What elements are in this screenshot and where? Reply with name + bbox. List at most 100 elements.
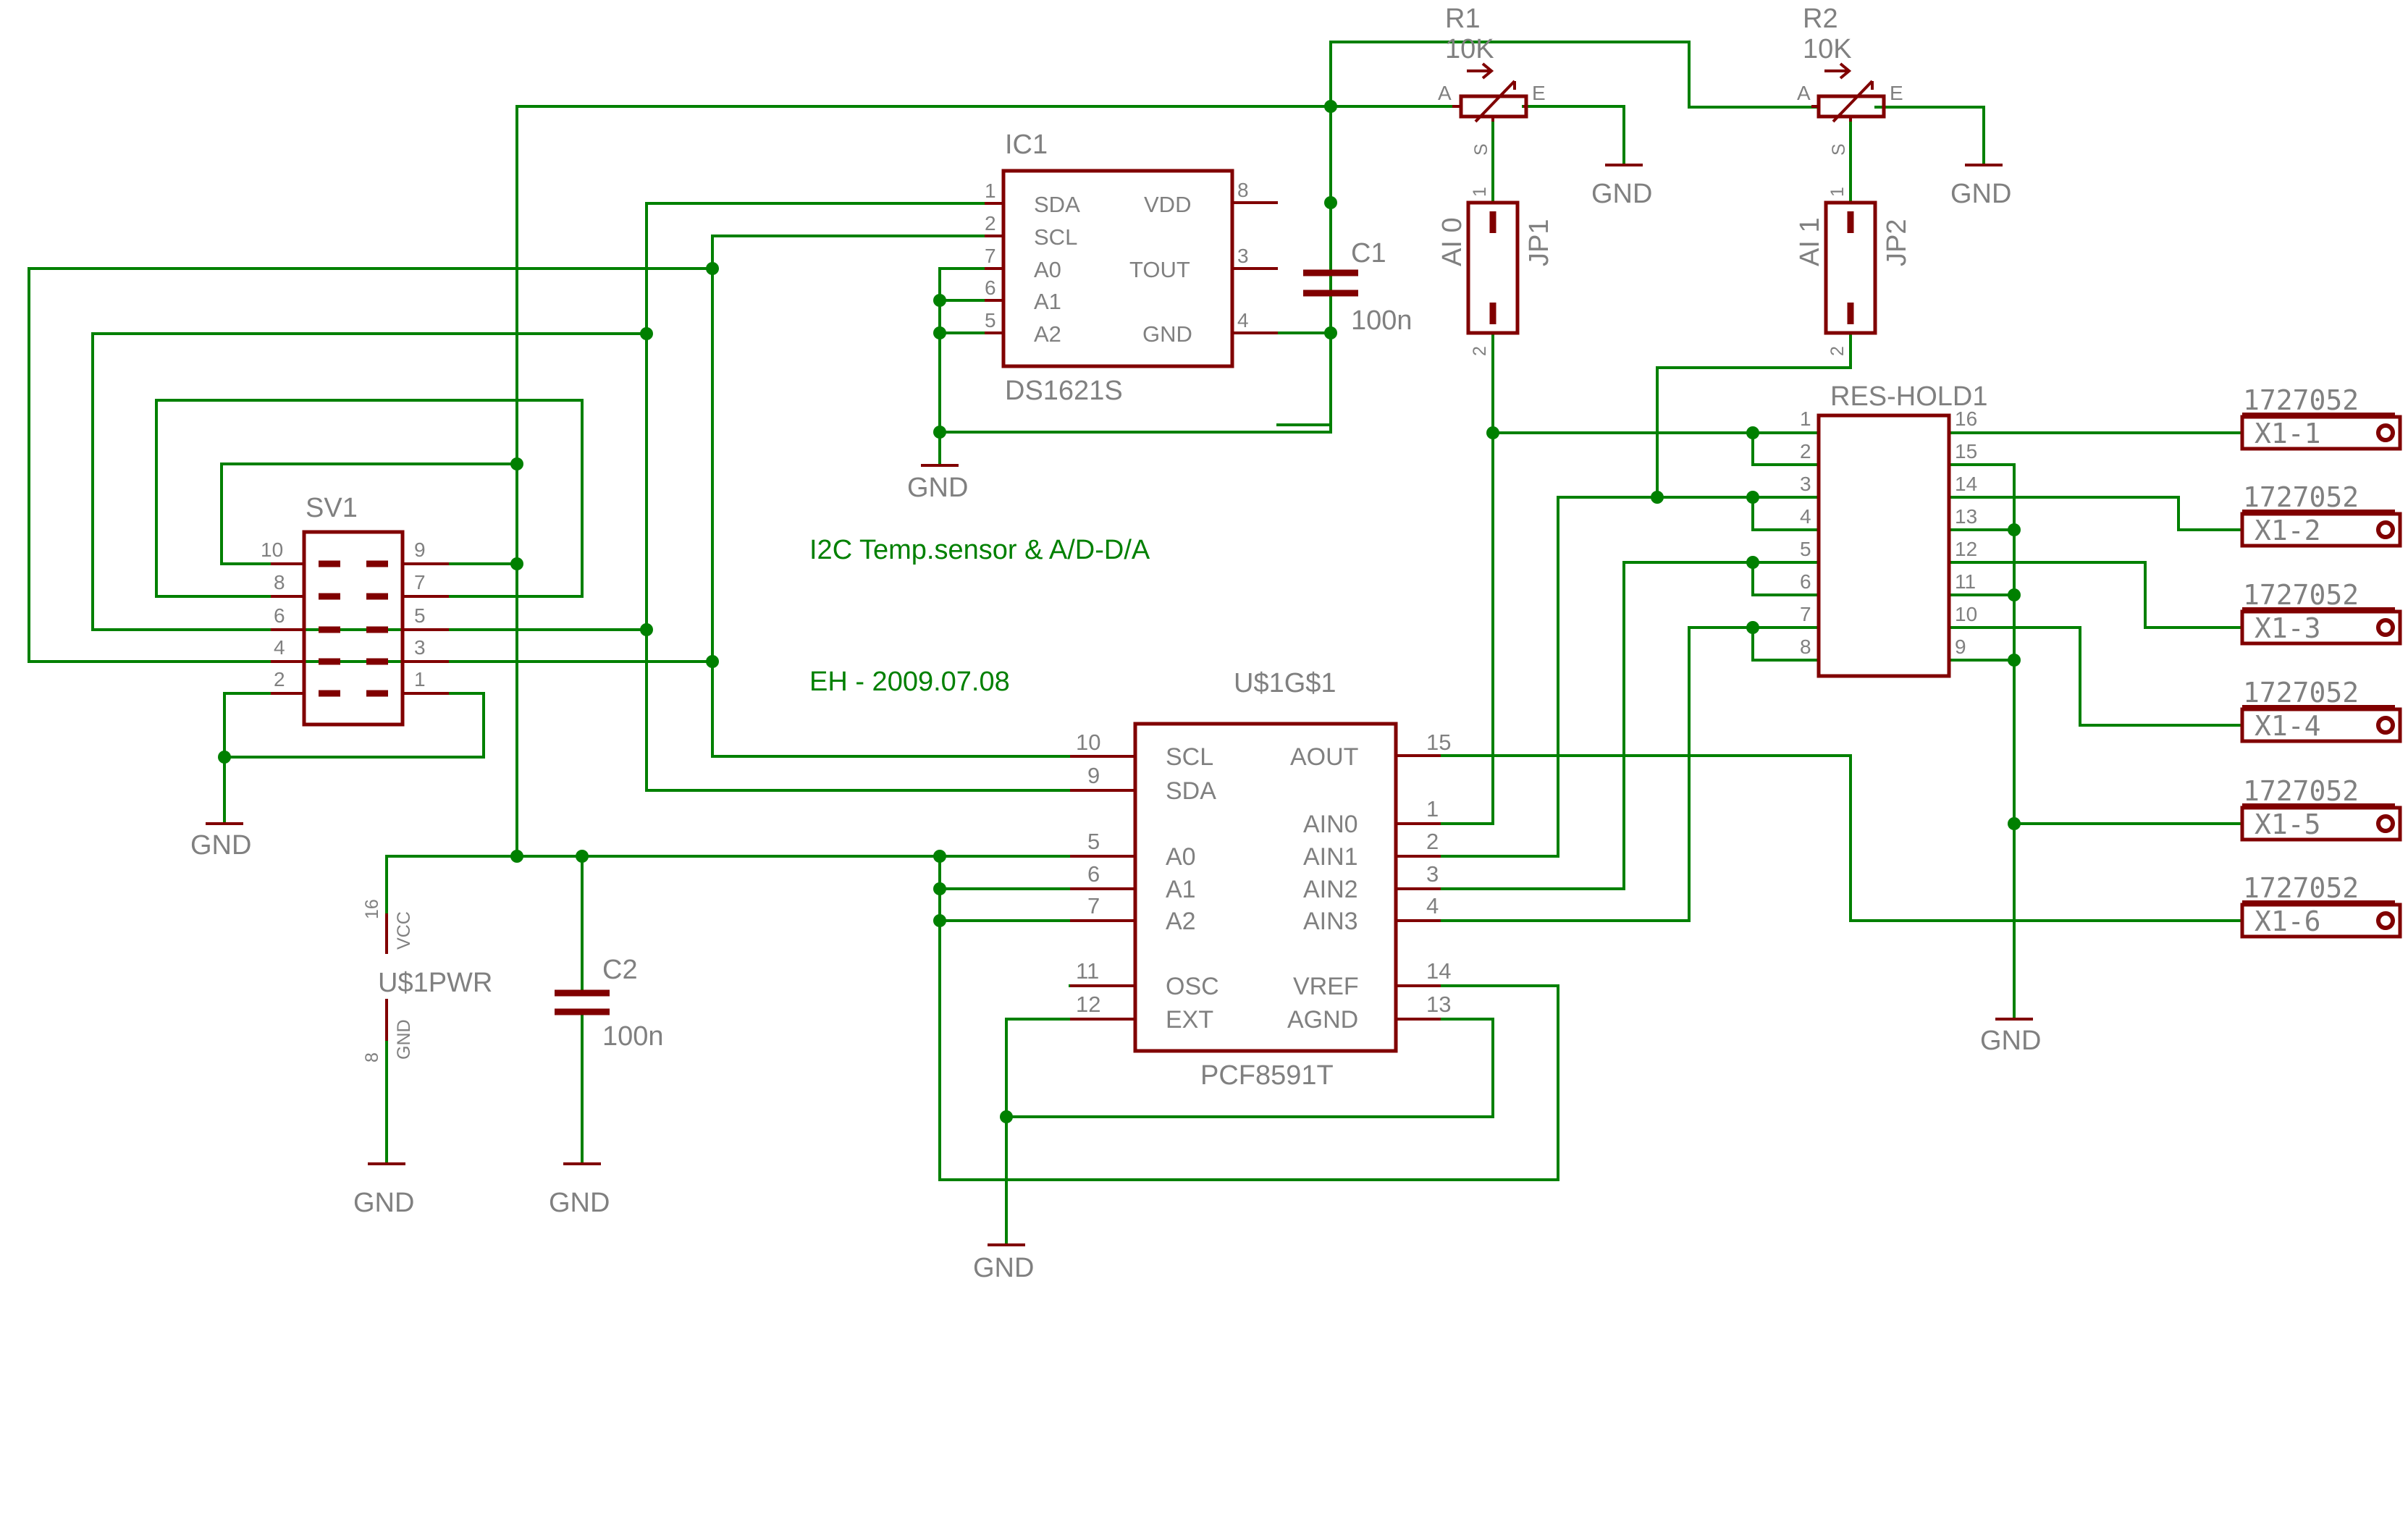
svg-text:AIN3: AIN3 [1303,908,1358,935]
svg-text:1727052: 1727052 [2243,775,2359,807]
svg-text:2: 2 [1470,346,1490,356]
schematic-author: EH - 2009.07.08 [809,667,1010,697]
svg-text:S: S [1471,143,1491,156]
svg-text:A0: A0 [1166,843,1196,871]
x1-terminal-6: 1727052 X1-6 [2240,872,2402,939]
svg-text:AGND: AGND [1287,1006,1358,1034]
svg-text:1727052: 1727052 [2243,384,2359,416]
svg-text:3: 3 [1237,245,1249,267]
gnd-res: GND [1980,1018,2041,1056]
gnd-c2: GND [549,1162,610,1218]
svg-text:10: 10 [261,538,283,561]
svg-text:GND: GND [549,1188,610,1218]
gnd-sv1: GND [190,822,251,861]
svg-text:VDD: VDD [1144,192,1191,217]
svg-text:GND: GND [973,1253,1034,1283]
svg-text:16: 16 [1955,407,1977,430]
svg-text:8: 8 [274,571,285,593]
svg-text:13: 13 [1426,992,1451,1017]
svg-text:A1: A1 [1034,289,1061,314]
svg-text:1: 1 [414,668,426,690]
u1-value: PCF8591T [1200,1060,1334,1091]
svg-text:2: 2 [1800,440,1811,462]
svg-text:1: 1 [1827,187,1848,197]
svg-text:X1-2: X1-2 [2255,515,2321,546]
gnd-agnd: GND [973,1243,1034,1283]
svg-text:9: 9 [414,538,426,561]
svg-text:TOUT: TOUT [1129,257,1190,282]
r2-potentiometer: R2 10K A E S [1797,4,1903,156]
svg-text:AIN0: AIN0 [1303,811,1358,838]
svg-text:3: 3 [1426,861,1439,887]
svg-text:14: 14 [1955,473,1977,495]
gnd-symbols: GND GND GND GND GND GND GND GND [190,164,2041,1283]
svg-text:4: 4 [1800,505,1811,528]
svg-text:U$1PWR: U$1PWR [378,968,492,998]
svg-text:R1: R1 [1445,4,1481,34]
svg-text:100n: 100n [602,1021,664,1052]
svg-text:1: 1 [985,179,996,202]
svg-text:4: 4 [274,636,285,659]
svg-text:SCL: SCL [1166,743,1213,771]
svg-text:9: 9 [1087,763,1100,788]
sv1-header: SV1 10 8 6 4 2 9 7 5 3 1 [261,493,449,727]
svg-text:8: 8 [362,1052,382,1063]
svg-text:OSC: OSC [1166,973,1219,1000]
gnd-r2: GND [1950,164,2011,209]
svg-text:X1-4: X1-4 [2255,710,2321,742]
x1-terminal-1: 1727052 X1-1 [2240,384,2402,451]
schematic-title: I2C Temp.sensor & A/D-D/A [809,535,1150,565]
svg-text:A: A [1438,82,1452,104]
svg-text:4: 4 [1237,309,1249,331]
svg-text:8: 8 [1237,179,1249,201]
svg-text:A0: A0 [1034,257,1061,282]
svg-text:7: 7 [985,245,996,267]
svg-text:GND: GND [1591,179,1652,209]
svg-text:SV1: SV1 [306,493,358,523]
svg-text:JP2: JP2 [1882,219,1912,266]
svg-text:4: 4 [1426,893,1439,918]
svg-text:RES-HOLD1: RES-HOLD1 [1830,381,1988,412]
svg-text:GND: GND [394,1019,414,1060]
r1-potentiometer: R1 10K A E S [1438,4,1546,156]
c1-capacitor: C1 100n [1303,238,1413,336]
svg-text:5: 5 [1087,829,1100,854]
svg-text:2: 2 [985,212,996,235]
svg-text:11: 11 [1076,958,1099,984]
svg-text:GND: GND [1980,1026,2041,1056]
svg-text:AIN1: AIN1 [1303,843,1358,871]
svg-text:5: 5 [985,309,996,331]
svg-text:5: 5 [1800,538,1811,560]
svg-text:5: 5 [414,604,426,627]
svg-text:2: 2 [1827,346,1848,356]
svg-text:6: 6 [985,276,996,299]
svg-text:A1: A1 [1166,876,1196,903]
x1-terminal-5: 1727052 X1-5 [2240,775,2402,842]
svg-text:1: 1 [1800,407,1811,430]
svg-text:16: 16 [362,899,382,919]
svg-text:2: 2 [1426,829,1439,854]
svg-text:10K: 10K [1445,34,1494,64]
svg-text:3: 3 [1800,473,1811,495]
svg-text:11: 11 [1955,570,1976,593]
svg-text:S: S [1829,143,1849,156]
ic1-name: IC1 [1005,130,1048,160]
svg-text:SDA: SDA [1166,777,1216,805]
svg-text:X1-3: X1-3 [2255,612,2321,644]
svg-text:E: E [1890,82,1903,104]
svg-text:7: 7 [1800,603,1811,625]
svg-text:AI 1: AI 1 [1795,217,1825,266]
svg-text:1727052: 1727052 [2243,872,2359,904]
jp1-jumper: AI 0 JP1 1 2 [1437,187,1554,356]
svg-text:1: 1 [1470,187,1490,197]
svg-text:1: 1 [1426,796,1439,821]
svg-text:15: 15 [1955,440,1977,462]
svg-text:3: 3 [414,636,426,659]
svg-text:6: 6 [274,604,285,627]
svg-text:C1: C1 [1351,238,1386,269]
junctions [218,100,2021,1123]
svg-text:10K: 10K [1803,34,1852,64]
svg-text:GND: GND [1950,179,2011,209]
svg-text:12: 12 [1076,992,1100,1017]
